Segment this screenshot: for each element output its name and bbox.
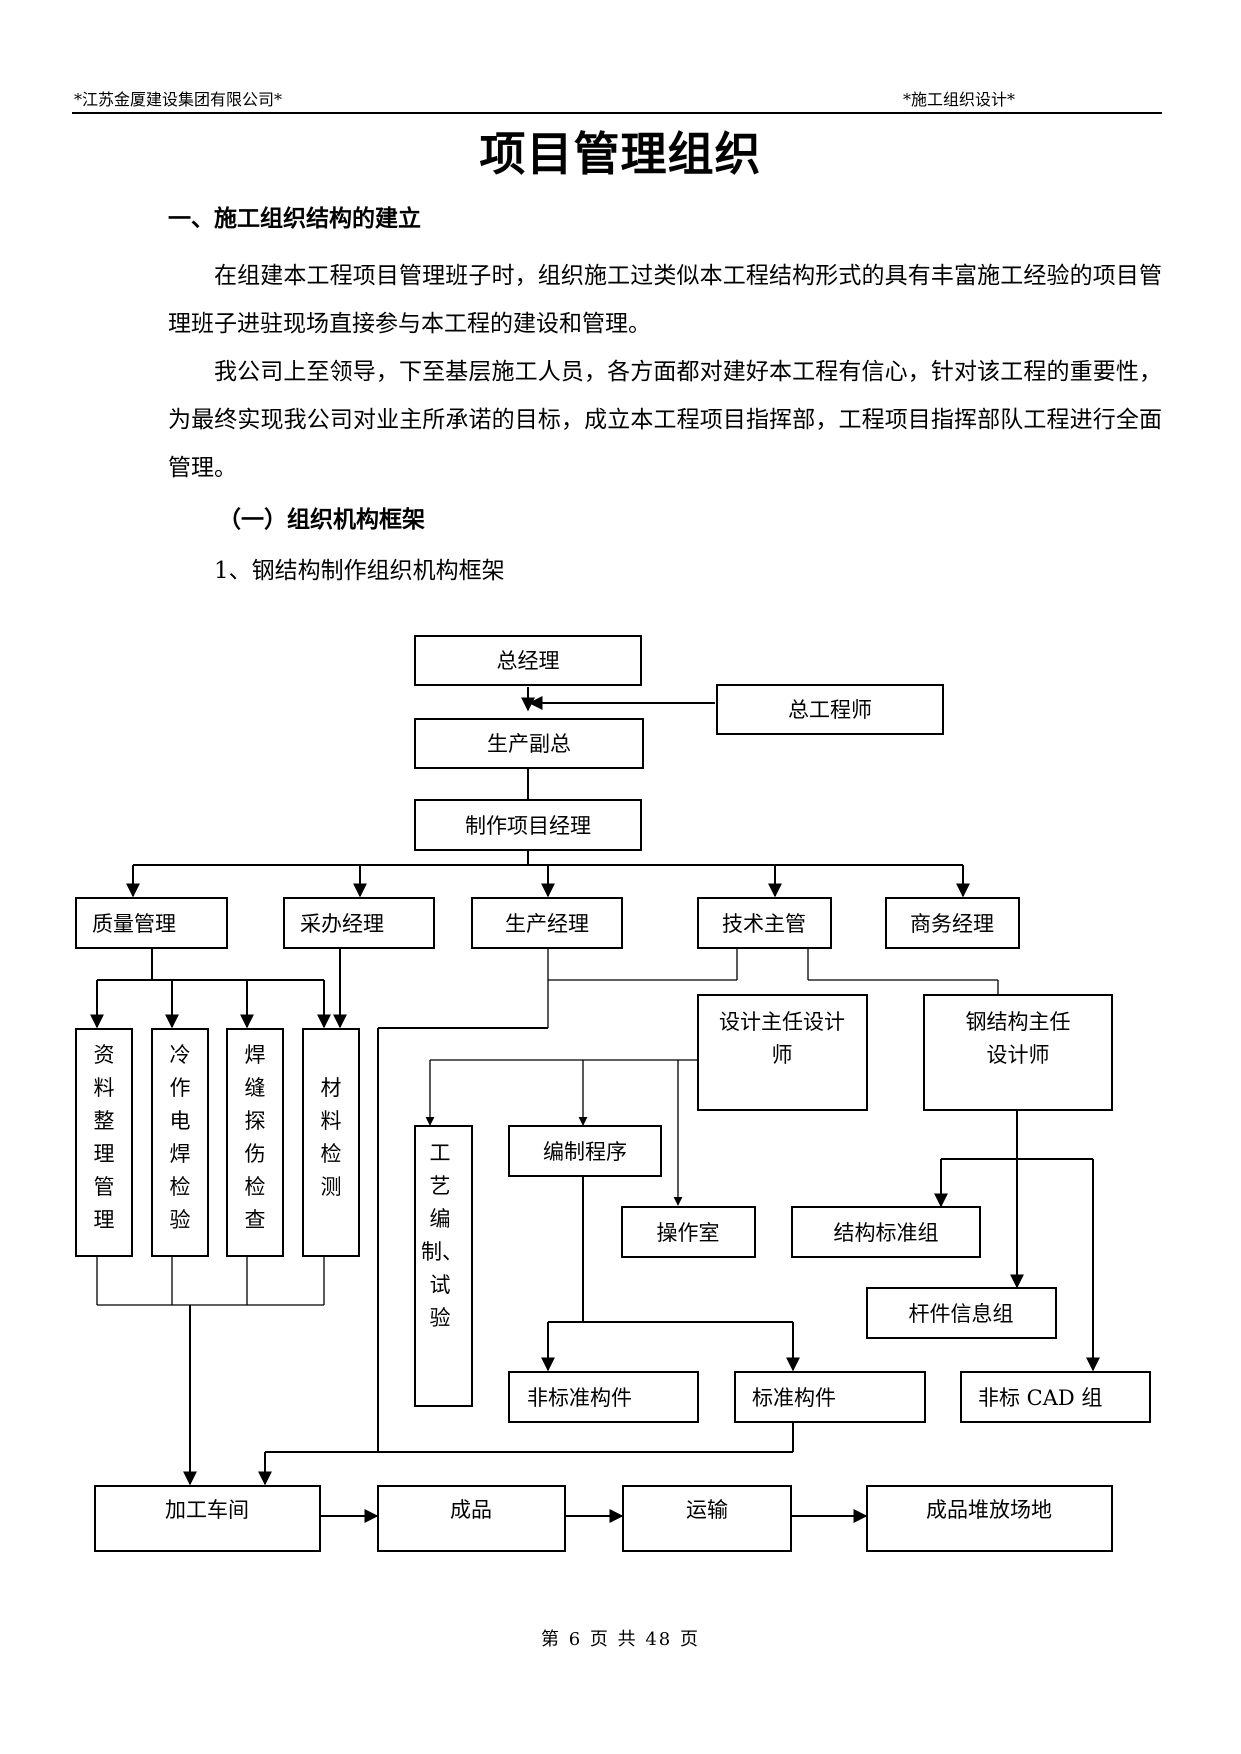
box-production-manager: 生产经理	[471, 897, 623, 949]
label-vp-production: 生产副总	[487, 732, 571, 756]
sub-item: 1、钢结构制作组织机构框架	[214, 558, 505, 584]
label-transport: 运输	[686, 1498, 728, 1522]
box-quality: 质量管理	[75, 897, 228, 949]
label-programming: 编制程序	[543, 1140, 627, 1164]
char-ndt-5: 查	[245, 1208, 266, 1232]
box-doc-management: 资 料 整 理 管 理	[75, 1028, 133, 1257]
label-chief-engineer: 总工程师	[788, 698, 872, 722]
label-tech-lead: 技术主管	[722, 912, 806, 936]
char-proc-3: 制、	[421, 1240, 463, 1264]
char-cold-4: 检	[170, 1175, 191, 1199]
label-struct-std-group: 结构标准组	[834, 1221, 939, 1245]
box-nonstd-parts: 非标准构件	[508, 1371, 699, 1423]
char-ndt-4: 检	[245, 1175, 266, 1199]
char-cold-5: 验	[170, 1208, 191, 1232]
box-std-parts: 标准构件	[734, 1371, 926, 1423]
label-design-lead-line1: 设计主任设计	[719, 1010, 845, 1034]
box-member-info-group: 杆件信息组	[866, 1287, 1057, 1339]
label-business-manager: 商务经理	[910, 912, 994, 936]
char-ndt-1: 缝	[245, 1076, 266, 1100]
label-nonstd-cad: 非标 CAD 组	[978, 1386, 1102, 1410]
char-mat-1: 料	[321, 1109, 342, 1133]
box-vp-production: 生产副总	[414, 718, 644, 769]
char-proc-5: 验	[430, 1306, 451, 1330]
header-company: *江苏金厦建设集团有限公司*	[74, 90, 283, 109]
box-chief-engineer: 总工程师	[716, 684, 944, 735]
label-quality: 质量管理	[92, 912, 176, 936]
char-doc-5: 理	[94, 1208, 115, 1232]
char-cold-2: 电	[170, 1109, 191, 1133]
char-proc-4: 试	[430, 1273, 451, 1297]
label-std-parts: 标准构件	[752, 1386, 836, 1410]
label-steel-design-lead-line1: 钢结构主任	[966, 1010, 1071, 1034]
org-chart-connectors	[90, 687, 1100, 1523]
box-storage-yard: 成品堆放场地	[866, 1485, 1113, 1552]
char-doc-3: 理	[94, 1142, 115, 1166]
label-design-lead-line2: 师	[772, 1043, 793, 1067]
label-pm-fabrication: 制作项目经理	[465, 814, 591, 838]
section-heading: 一、施工组织结构的建立	[168, 205, 421, 232]
char-doc-4: 管	[94, 1175, 115, 1199]
label-finished: 成品	[450, 1498, 492, 1522]
paragraph-2: 我公司上至领导，下至基层施工人员，各方面都对建好本工程有信心，针对该工程的重要性…	[168, 359, 1162, 481]
label-operations-room: 操作室	[657, 1221, 720, 1245]
char-ndt-3: 伤	[245, 1142, 266, 1166]
box-process-test: 工 艺 编 制、 试 验	[414, 1125, 473, 1407]
label-workshop: 加工车间	[165, 1498, 249, 1522]
label-purchasing: 采办经理	[300, 912, 384, 936]
paragraph-1: 在组建本工程项目管理班子时，组织施工过类似本工程结构形式的具有丰富施工经验的项目…	[168, 263, 1162, 337]
label-production-manager: 生产经理	[505, 912, 589, 936]
box-workshop: 加工车间	[94, 1485, 321, 1552]
char-mat-2: 检	[321, 1142, 342, 1166]
char-cold-0: 冷	[170, 1043, 191, 1067]
label-member-info-group: 杆件信息组	[909, 1302, 1014, 1326]
page-footer: 第 6 页 共 48 页	[541, 1629, 700, 1650]
box-steel-design-lead: 钢结构主任 设计师	[923, 994, 1113, 1111]
char-proc-1: 艺	[430, 1174, 451, 1198]
header-doc-type: *施工组织设计*	[903, 90, 1016, 109]
box-finished: 成品	[377, 1485, 566, 1552]
char-mat-3: 测	[321, 1175, 342, 1199]
char-cold-3: 焊	[170, 1142, 191, 1166]
char-ndt-2: 探	[245, 1109, 266, 1133]
box-material-test: 材 料 检 测	[302, 1028, 360, 1257]
char-doc-1: 料	[94, 1076, 115, 1100]
label-storage-yard: 成品堆放场地	[926, 1498, 1052, 1522]
char-ndt-0: 焊	[245, 1043, 266, 1067]
box-nonstd-cad: 非标 CAD 组	[960, 1371, 1151, 1423]
box-business-manager: 商务经理	[885, 897, 1020, 949]
char-proc-0: 工	[430, 1141, 451, 1165]
box-general-manager: 总经理	[414, 635, 642, 686]
box-weld-ndt: 焊 缝 探 伤 检 查	[226, 1028, 284, 1257]
label-general-manager: 总经理	[497, 649, 560, 673]
char-proc-2: 编	[430, 1207, 451, 1231]
page-title: 项目管理组织	[479, 127, 762, 181]
box-purchasing: 采办经理	[283, 897, 435, 949]
label-nonstd-parts: 非标准构件	[527, 1386, 632, 1410]
label-steel-design-lead-line2: 设计师	[987, 1043, 1050, 1067]
box-transport: 运输	[622, 1485, 792, 1552]
box-programming: 编制程序	[508, 1125, 662, 1177]
char-doc-0: 资	[94, 1043, 115, 1067]
box-tech-lead: 技术主管	[697, 897, 832, 949]
box-design-lead: 设计主任设计 师	[697, 994, 868, 1111]
box-pm-fabrication: 制作项目经理	[414, 799, 642, 851]
char-doc-2: 整	[94, 1109, 115, 1133]
char-mat-0: 材	[321, 1076, 342, 1100]
box-cold-weld-inspection: 冷 作 电 焊 检 验	[151, 1028, 209, 1257]
sub-heading: （一）组织机构框架	[218, 506, 425, 533]
header-rule	[72, 112, 1162, 114]
char-cold-1: 作	[170, 1076, 191, 1100]
box-struct-std-group: 结构标准组	[791, 1206, 981, 1258]
box-operations-room: 操作室	[621, 1206, 756, 1258]
